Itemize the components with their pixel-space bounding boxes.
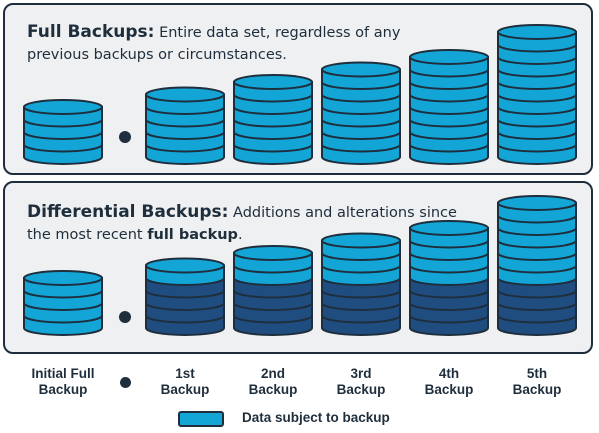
differential-backups-caption: Differential Backups: Additions and alte…: [27, 201, 461, 246]
column-label-line1: 4th: [438, 366, 460, 381]
stack-top-disk: [233, 245, 313, 261]
column-label-line2: Backup: [336, 382, 386, 397]
differential-backup-stacks: [23, 195, 577, 336]
stack-top-disk: [145, 86, 225, 103]
column-label-line2: Backup: [248, 382, 298, 397]
differential-stack-initial-full: [23, 270, 103, 336]
differential-stack-4th: [409, 220, 489, 336]
full-stack-5th: [497, 24, 577, 165]
full-backups-title: Full Backups:: [27, 22, 155, 42]
full-backups-caption: Full Backups: Entire data set, regardles…: [27, 21, 461, 66]
column-label-4th: 4th Backup: [409, 366, 489, 398]
column-label-5th: 5th Backup: [497, 366, 577, 398]
column-label-line1: Initial Full: [31, 366, 95, 381]
column-label-line1: 3rd: [350, 366, 372, 381]
column-label-initial-full: Initial Full Backup: [17, 366, 109, 398]
column-label-line1: 5th: [526, 366, 548, 381]
legend-label: Data subject to backup: [242, 410, 390, 425]
stack-top-disk: [23, 270, 103, 286]
column-label-line1: 2nd: [260, 366, 285, 381]
differential-stack-1st: [145, 257, 225, 336]
full-backups-description: Entire data set, regardless of any previ…: [27, 25, 401, 63]
full-backup-stacks: [23, 24, 577, 165]
stack-top-disk: [409, 220, 489, 236]
differential-backups-description-start: Additions and alterations since the most…: [27, 205, 457, 243]
column-label-line2: Backup: [424, 382, 474, 397]
column-label-line2: Backup: [512, 382, 562, 397]
separator-dot-differential: [119, 311, 131, 323]
column-label-1st: 1st Backup: [145, 366, 225, 398]
stack-top-disk: [23, 99, 103, 115]
full-stack-1st: [145, 86, 225, 165]
column-label-line1: 1st: [175, 366, 195, 381]
separator-dot-full: [119, 131, 131, 143]
differential-backups-description-bold: full backup: [147, 227, 238, 243]
full-stack-4th: [409, 49, 489, 165]
legend-swatch: [178, 411, 224, 427]
stack-top-disk: [321, 232, 401, 249]
stack-top-disk: [321, 61, 401, 78]
stack-top-disk: [409, 49, 489, 65]
column-label-line2: Backup: [160, 382, 210, 397]
differential-stack-5th: [497, 195, 577, 336]
stack-top-disk: [497, 24, 577, 40]
stack-top-disk: [145, 257, 225, 274]
differential-stack-3rd: [321, 232, 401, 336]
full-stack-initial-full: [23, 99, 103, 165]
stack-top-disk: [497, 195, 577, 211]
column-labels: Initial Full Backup 1st Backup 2nd Backu…: [0, 366, 599, 406]
column-label-3rd: 3rd Backup: [321, 366, 401, 398]
stack-top-disk: [233, 74, 313, 90]
column-label-2nd: 2nd Backup: [233, 366, 313, 398]
differential-stack-2nd: [233, 245, 313, 336]
separator-dot-labels: [120, 377, 131, 388]
full-stack-2nd: [233, 74, 313, 165]
full-stack-3rd: [321, 61, 401, 165]
differential-backups-title: Differential Backups:: [27, 202, 229, 222]
column-label-line2: Backup: [38, 382, 88, 397]
differential-backups-description-end: .: [237, 227, 243, 243]
